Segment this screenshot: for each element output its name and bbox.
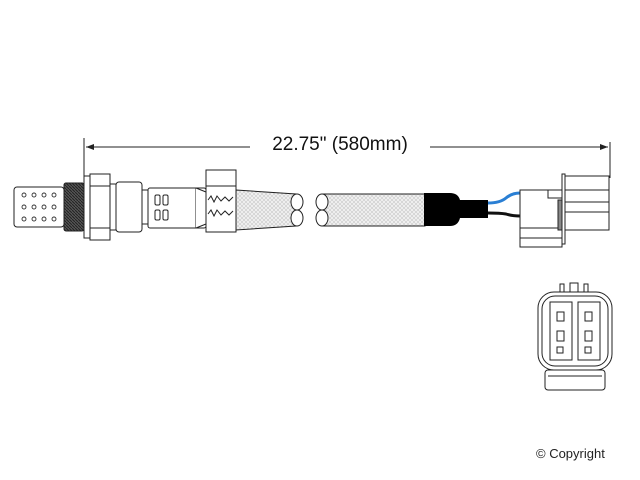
black-wire: [487, 211, 521, 218]
hex-nut: [83, 173, 111, 241]
braided-hose-right: [315, 193, 426, 227]
heat-shrink-boot: [424, 193, 488, 226]
blue-wire: [487, 191, 521, 205]
copyright-notice: © Copyright: [536, 446, 605, 461]
sensor-tip: [13, 186, 65, 228]
sensor-body: [109, 181, 207, 233]
dimension-label: 22.75" (580mm): [250, 134, 430, 156]
lead-wires: [487, 191, 521, 218]
braided-hose-left: [235, 189, 304, 231]
connector-side-view: [519, 173, 610, 248]
connector-front-view: [537, 282, 613, 391]
sensor-thread: [63, 182, 85, 232]
crimp-sleeve: [205, 169, 237, 233]
